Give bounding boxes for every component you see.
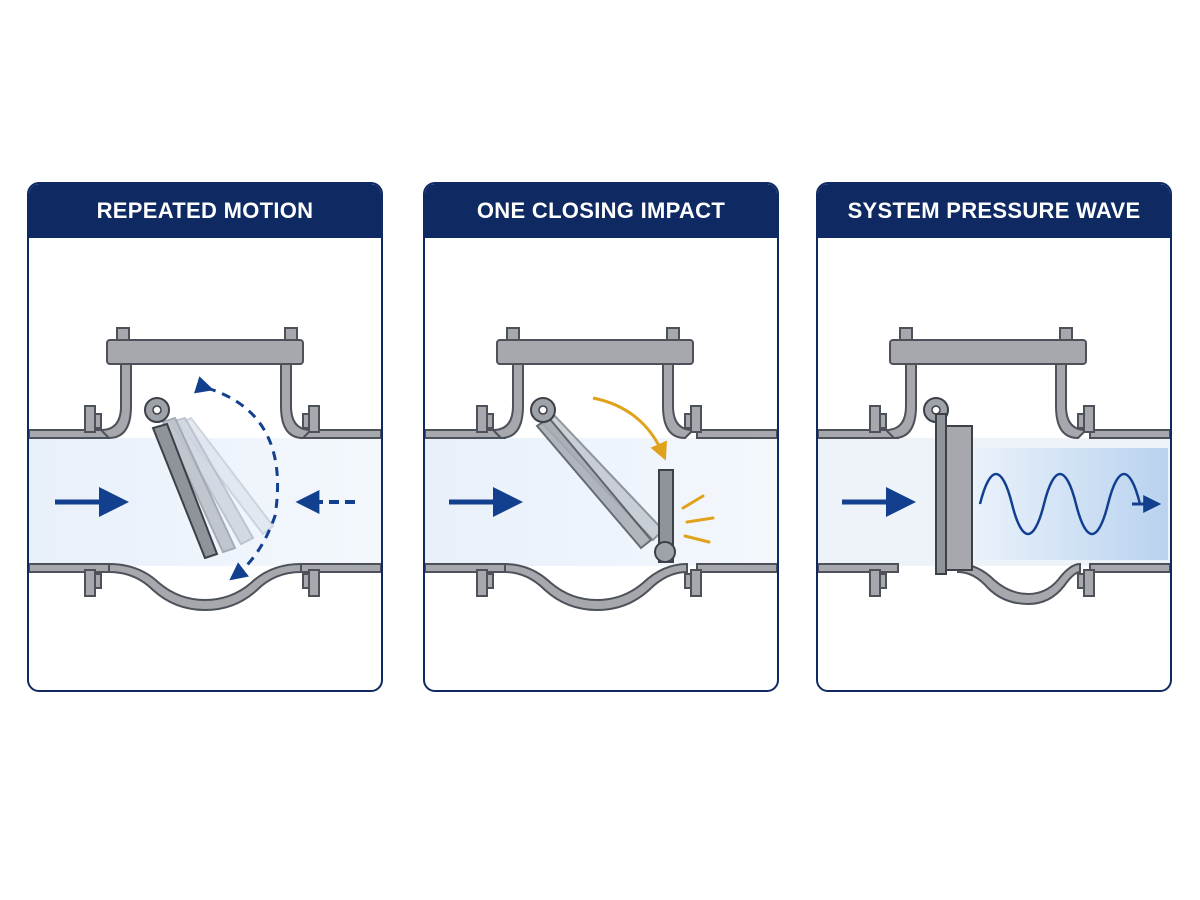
swing-disc xyxy=(530,397,676,563)
impact-spark-icon xyxy=(681,494,715,544)
panel-repeated-motion: REPEATED MOTION xyxy=(27,182,383,692)
panel-title: ONE CLOSING IMPACT xyxy=(425,184,777,238)
valve-body xyxy=(29,327,381,612)
valve-diagram xyxy=(818,238,1170,690)
panel-title: SYSTEM PRESSURE WAVE xyxy=(818,184,1170,238)
swing-arc-icon xyxy=(194,376,280,581)
panel-one-closing-impact: ONE CLOSING IMPACT xyxy=(423,182,779,692)
valve-diagram xyxy=(425,238,777,690)
pressure-wave-icon xyxy=(978,472,1142,536)
swing-disc xyxy=(923,397,973,575)
panel-title: REPEATED MOTION xyxy=(29,184,381,238)
panel-system-pressure-wave: SYSTEM PRESSURE WAVE xyxy=(816,182,1172,692)
closing-arc-icon xyxy=(592,396,667,461)
valve-body xyxy=(425,327,777,612)
valve-body xyxy=(818,327,1170,606)
valve-diagram xyxy=(29,238,381,690)
